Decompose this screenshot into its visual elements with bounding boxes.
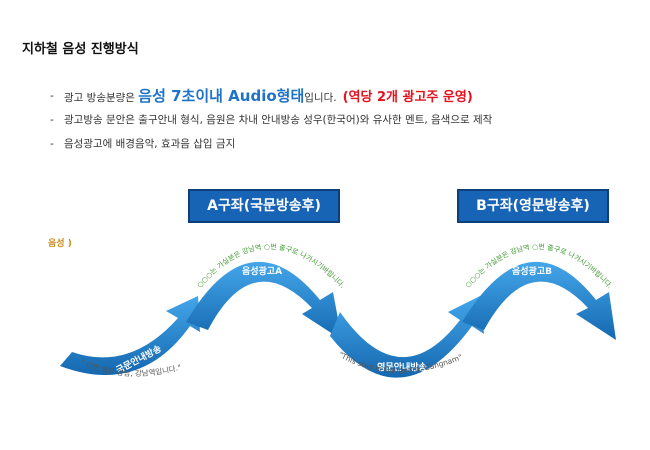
bullet-dash: -	[50, 90, 54, 102]
page-title: 지하철 음성 진행방식	[22, 42, 139, 57]
bullet-dash: -	[50, 138, 54, 150]
slot-b-box: B구좌(영문방송후)	[457, 189, 609, 223]
korean-segment-arrow	[60, 296, 200, 375]
ad-a-segment-label: 음성광고A	[242, 265, 282, 277]
voice-label: 음성 )	[48, 239, 72, 249]
ad-a-segment-arrow	[186, 261, 342, 340]
bullet-text: 광고 방송분량은	[64, 92, 139, 104]
bullet-highlight: 음성 7초이내 Audio형태	[138, 87, 305, 105]
bullet-dash: -	[50, 114, 54, 126]
bullet-item-script: - 광고방송 문안은 출구안내 형식, 음원은 차내 안내방송 성우(한국어)와…	[50, 108, 492, 132]
bullet-item-restriction: - 음성광고에 배경음악, 효과음 삽입 금지	[50, 132, 492, 156]
bullet-text: 입니다.	[304, 92, 337, 104]
bullet-text: 광고방송 문안은 출구안내 형식, 음원은 차내 안내방송 성우(한국어)와 유…	[64, 114, 493, 126]
bullet-red-note: (역당 2개 광고주 운영)	[342, 90, 473, 105]
bullet-list: - 광고 방송분량은 음성 7초이내 Audio형태입니다. (역당 2개 광고주…	[50, 84, 492, 156]
english-segment-arrow	[330, 296, 484, 378]
bullet-text: 음성광고에 배경음악, 효과음 삽입 금지	[64, 138, 236, 150]
ad-b-segment-arrow	[462, 261, 616, 340]
bullet-item-duration: - 광고 방송분량은 음성 7초이내 Audio형태입니다. (역당 2개 광고주…	[50, 84, 492, 108]
english-segment-label: 영문안내방송	[377, 361, 427, 373]
slot-a-box: A구좌(국문방송후)	[188, 189, 340, 223]
ad-b-segment-label: 음성광고B	[512, 265, 552, 277]
